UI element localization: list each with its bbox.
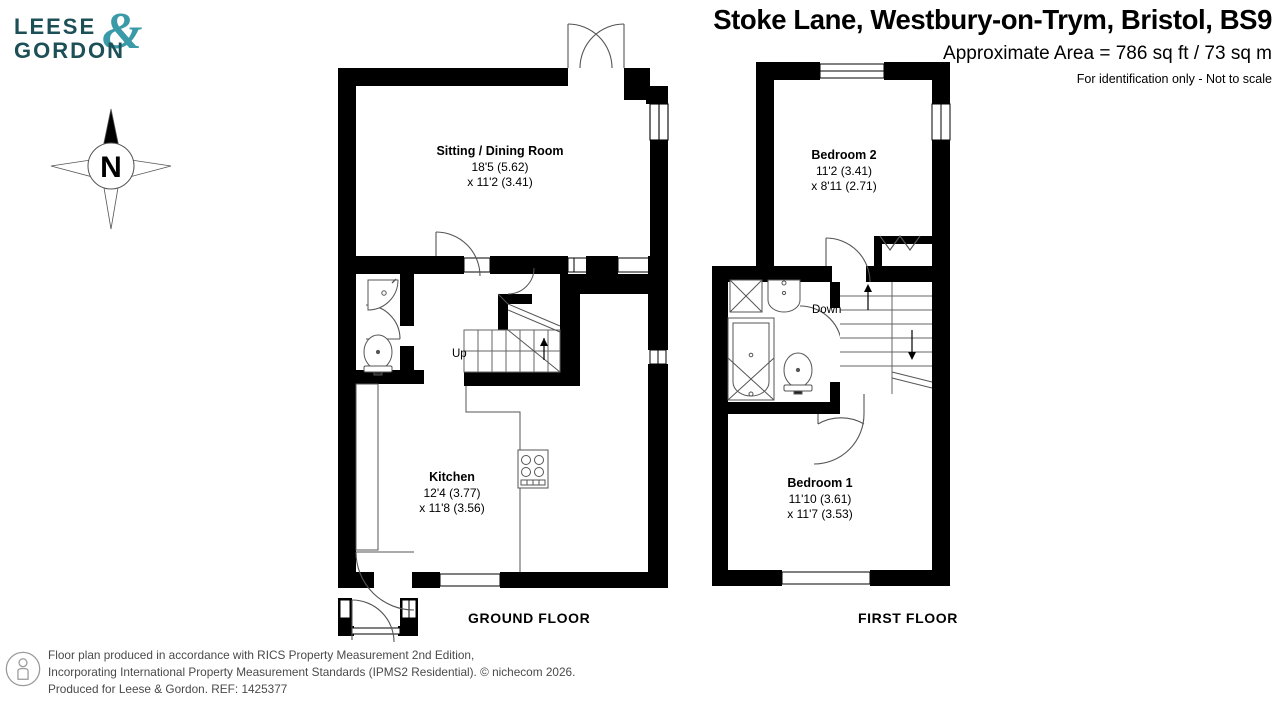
room-dimension-2: x 8'11 (2.71) <box>811 179 877 194</box>
footer-line-2: Incorporating International Property Mea… <box>48 665 576 680</box>
compass-north-label: N <box>100 151 122 184</box>
compass-rose-icon: N <box>50 108 172 230</box>
door-bedroom2 <box>825 237 871 283</box>
room-dimension-2: x 11'7 (3.53) <box>787 507 853 522</box>
logo-text-gordon: GORDON <box>14 38 125 63</box>
room-dimension-1: 11'10 (3.61) <box>788 491 852 506</box>
ground-floor-plan <box>338 23 669 643</box>
hob-icon <box>517 449 549 489</box>
person-in-circle-icon <box>5 651 41 687</box>
kitchen-worktop <box>355 383 379 551</box>
room-name: Kitchen <box>429 470 475 484</box>
disclaimer-text: For identification only - Not to scale <box>1076 72 1272 87</box>
footer-line-3: Produced for Leese & Gordon. REF: 142537… <box>48 682 288 697</box>
stair-direction-up-label: Up <box>452 348 467 360</box>
kitchen-units-right <box>465 386 521 572</box>
wash-basin-icon <box>767 279 801 313</box>
room-name: Bedroom 1 <box>787 476 853 490</box>
room-dimension-2: x 11'2 (3.41) <box>467 175 533 190</box>
door-porch <box>351 599 395 643</box>
room-label-kitchen: Kitchen 12'4 (3.77) x 11'8 (3.56) <box>380 469 524 517</box>
stair-direction-down-label: Down <box>812 304 842 316</box>
logo-ampersand: & <box>102 3 143 60</box>
page-title: Stoke Lane, Westbury-on-Trym, Bristol, B… <box>713 4 1272 35</box>
french-doors-sitting-room <box>567 23 625 69</box>
room-dimension-1: 12'4 (3.77) <box>423 485 481 500</box>
room-label-bedroom-2: Bedroom 2 11'2 (3.41) x 8'11 (2.71) <box>772 147 916 195</box>
first-floor-plan <box>712 62 951 586</box>
footer: Floor plan produced in accordance with R… <box>0 647 1280 707</box>
room-name: Sitting / Dining Room <box>436 144 564 158</box>
title-block: Stoke Lane, Westbury-on-Trym, Bristol, B… <box>572 4 1272 87</box>
footer-text-block: Floor plan produced in accordance with R… <box>48 647 575 698</box>
room-label-bedroom-1: Bedroom 1 11'10 (3.61) x 11'7 (3.53) <box>748 475 892 523</box>
floor-label-first: FIRST FLOOR <box>858 610 958 626</box>
staircase-first <box>840 282 933 394</box>
corner-wash-basin-icon <box>367 278 399 311</box>
company-logo: LEESE & GORDON <box>10 3 170 70</box>
approximate-area-text: Approximate Area = 786 sq ft / 73 sq m <box>943 42 1272 64</box>
room-dimension-1: 18'5 (5.62) <box>471 159 529 174</box>
bath-icon <box>727 317 775 401</box>
floor-label-ground: GROUND FLOOR <box>468 610 591 626</box>
door-bedroom1 <box>813 394 865 465</box>
door-sitting-to-hall <box>435 231 481 277</box>
compass-rose: N <box>46 104 176 234</box>
footer-line-1: Floor plan produced in accordance with R… <box>48 648 475 662</box>
shower-cubicle-icon <box>729 279 763 313</box>
toilet-icon <box>363 334 393 376</box>
staircase-ground <box>463 267 561 373</box>
airing-cupboard-doors <box>879 235 921 251</box>
room-dimension-1: 11'2 (3.41) <box>815 163 873 178</box>
room-label-sitting-dining-room: Sitting / Dining Room 18'5 (5.62) x 11'2… <box>388 143 612 191</box>
room-name: Bedroom 2 <box>811 148 877 162</box>
toilet-icon-first <box>783 352 813 395</box>
door-front-entrance <box>355 551 415 611</box>
logo-text-leese: LEESE <box>14 14 97 39</box>
room-dimension-2: x 11'8 (3.56) <box>419 501 485 516</box>
